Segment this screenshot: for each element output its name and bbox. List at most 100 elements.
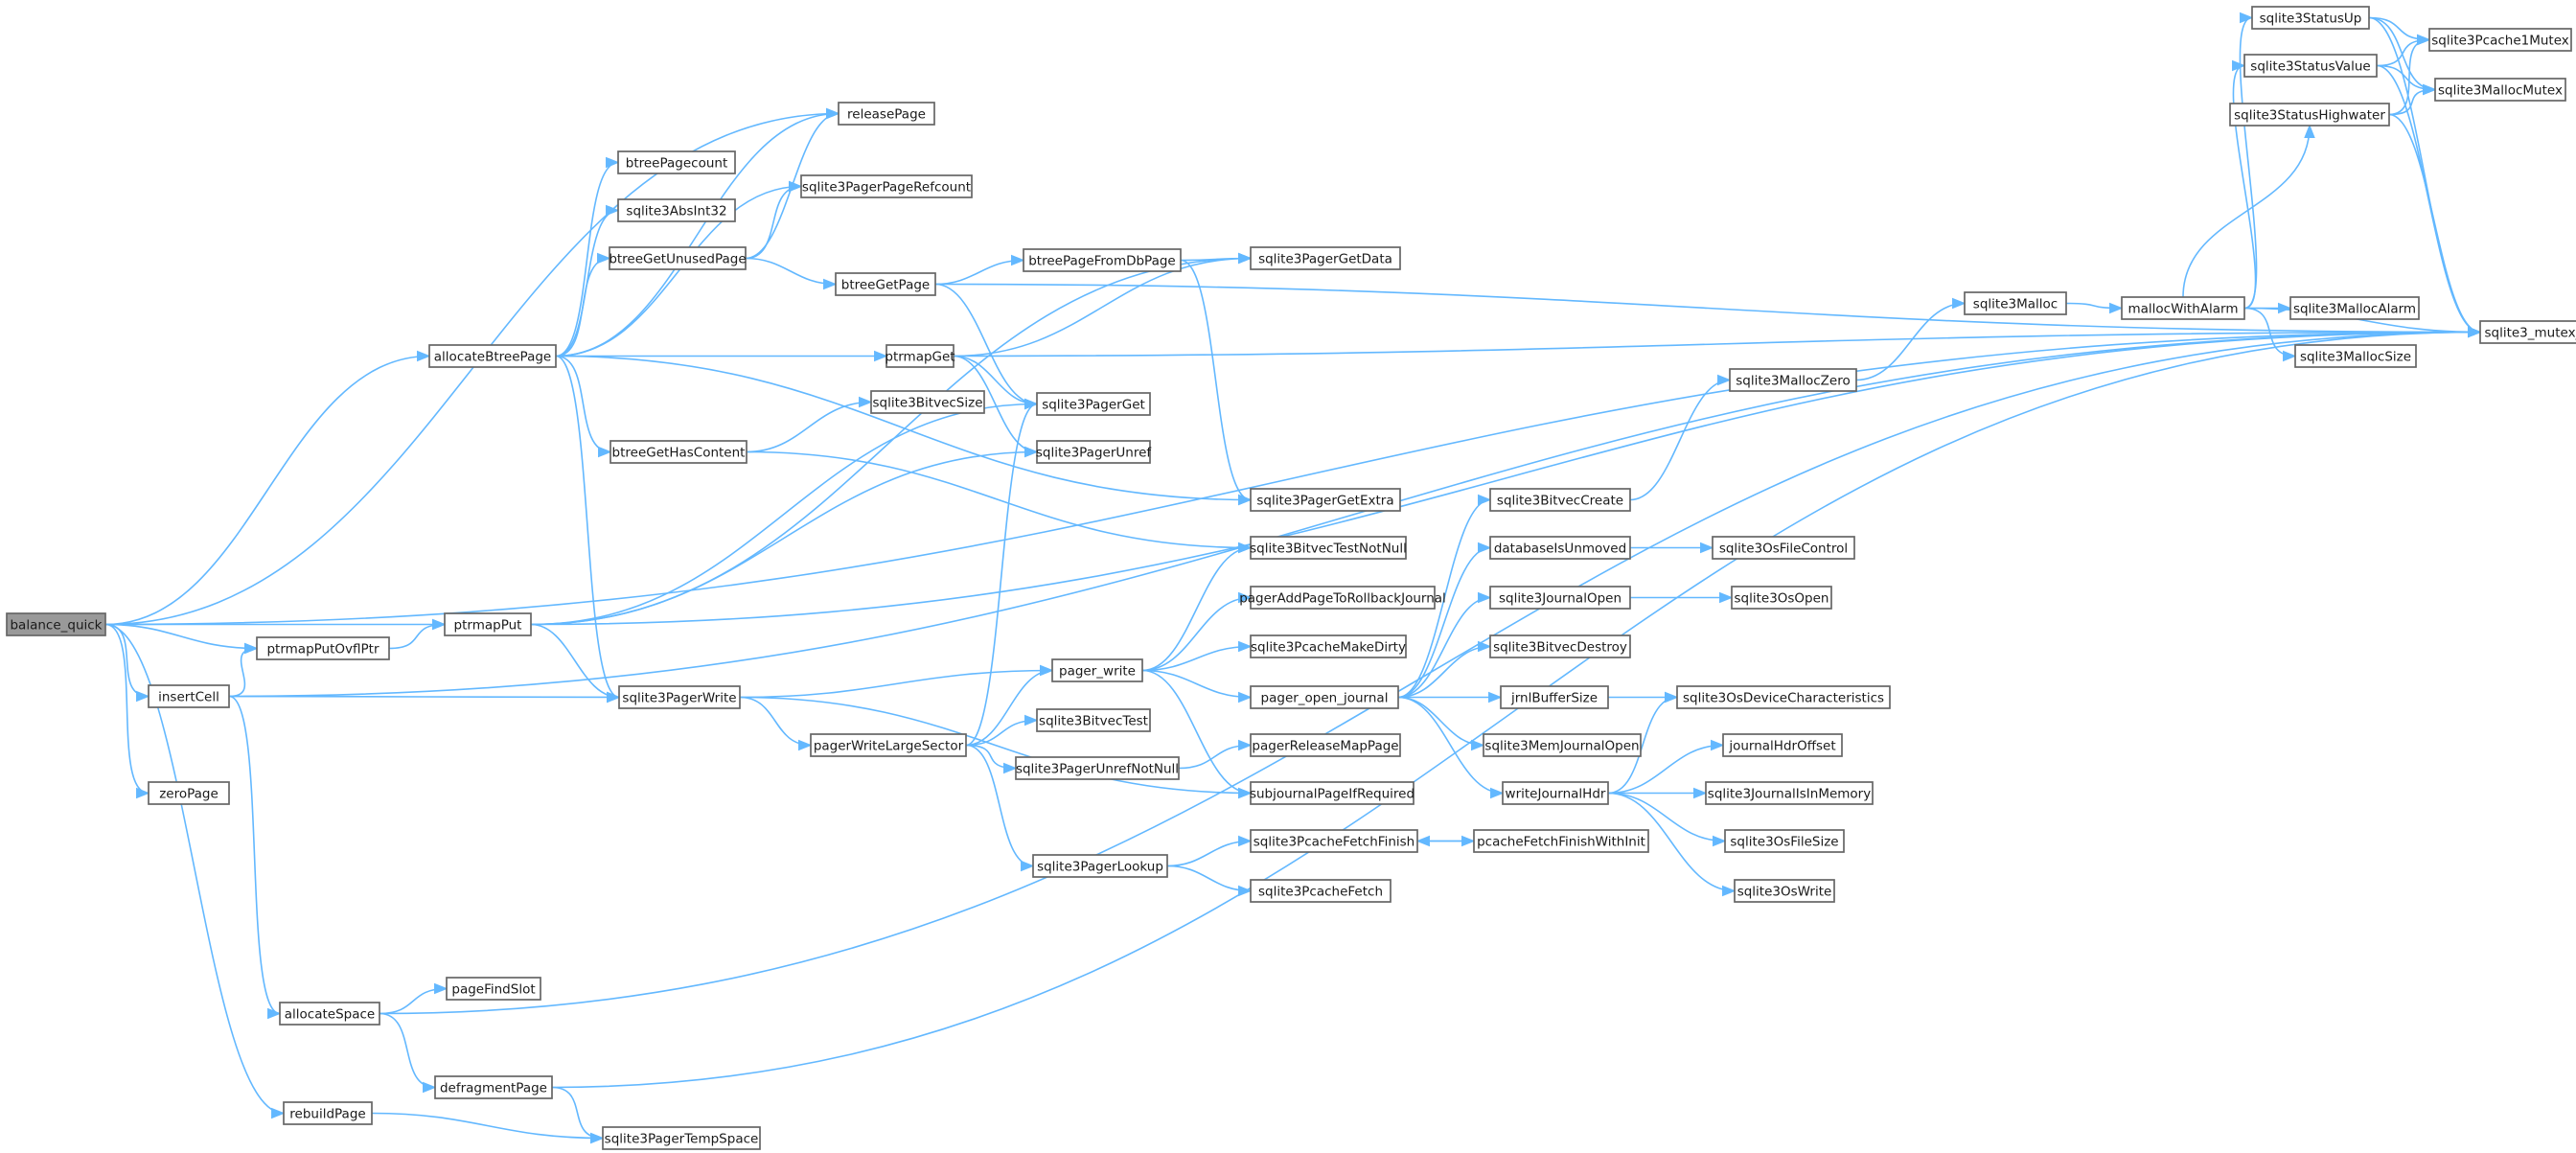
node-box — [1036, 392, 1151, 416]
node-balance_quick[interactable]: balance_quick — [6, 612, 106, 636]
node-sqlite3PcacheFetchFinish[interactable]: sqlite3PcacheFetchFinish — [1250, 829, 1418, 853]
node-sqlite3AbsInt32[interactable]: sqlite3AbsInt32 — [617, 198, 736, 222]
node-sqlite3BitvecCreate[interactable]: sqlite3BitvecCreate — [1489, 488, 1631, 512]
node-defragmentPage[interactable]: defragmentPage — [434, 1075, 553, 1099]
node-btreePagecount[interactable]: btreePagecount — [617, 150, 736, 174]
node-journalHdrOffset[interactable]: journalHdrOffset — [1722, 733, 1843, 757]
edge-pager_open_journal-to-sqlite3BitvecCreate — [1397, 494, 1492, 699]
edge-writeJournalHdr-to-journalHdrOffset — [1607, 739, 1725, 795]
node-btreeGetUnusedPage[interactable]: btreeGetUnusedPage — [609, 246, 747, 270]
node-sqlite3OsFileSize[interactable]: sqlite3OsFileSize — [1724, 829, 1845, 853]
edge-pager_write-to-pager_open_journal — [1141, 669, 1253, 703]
node-sqlite3StatusHighwater[interactable]: sqlite3StatusHighwater — [2229, 103, 2390, 127]
node-sqlite3BitvecSize[interactable]: sqlite3BitvecSize — [870, 390, 985, 414]
node-btreePageFromDbPage[interactable]: btreePageFromDbPage — [1023, 248, 1182, 272]
edge-allocateSpace-to-sqlite3_mutex_held — [379, 326, 2482, 1015]
node-sqlite3JournalOpen[interactable]: sqlite3JournalOpen — [1489, 586, 1631, 610]
node-sqlite3PcacheMakeDirty[interactable]: sqlite3PcacheMakeDirty — [1250, 634, 1407, 658]
node-insertCell[interactable]: insertCell — [148, 684, 230, 708]
node-label: btreeGetPage — [841, 278, 930, 293]
node-sqlite3BitvecTest[interactable]: sqlite3BitvecTest — [1036, 708, 1151, 732]
node-ptrmapPut[interactable]: ptrmapPut — [444, 612, 532, 636]
node-sqlite3MallocAlarm[interactable]: sqlite3MallocAlarm — [2289, 296, 2420, 320]
node-sqlite3OsFileControl[interactable]: sqlite3OsFileControl — [1712, 536, 1855, 560]
node-writeJournalHdr[interactable]: writeJournalHdr — [1502, 781, 1609, 805]
node-sqlite3PagerWrite[interactable]: sqlite3PagerWrite — [618, 685, 741, 709]
node-label: sqlite3PcacheMakeDirty — [1251, 640, 1406, 656]
node-pagerAddPageToRollbackJournal[interactable]: pagerAddPageToRollbackJournal — [1239, 586, 1446, 610]
node-sqlite3Malloc[interactable]: sqlite3Malloc — [1964, 291, 2067, 315]
node-label: btreeGetHasContent — [612, 446, 746, 461]
node-label: pager_write — [1059, 664, 1136, 680]
node-sqlite3StatusUp[interactable]: sqlite3StatusUp — [2251, 6, 2370, 30]
edge-sqlite3StatusHighwater-to-sqlite3MallocMutex — [2388, 83, 2437, 116]
node-sqlite3BitvecDestroy[interactable]: sqlite3BitvecDestroy — [1489, 634, 1631, 658]
node-label: defragmentPage — [440, 1081, 547, 1096]
node-sqlite3Pcache1Mutex[interactable]: sqlite3Pcache1Mutex — [2428, 28, 2572, 52]
node-box — [1051, 658, 1143, 682]
node-box — [1250, 536, 1407, 560]
node-databaseIsUnmoved[interactable]: databaseIsUnmoved — [1489, 536, 1631, 560]
node-zeroPage[interactable]: zeroPage — [148, 781, 230, 805]
node-pager_write[interactable]: pager_write — [1051, 658, 1143, 682]
node-label: sqlite3BitvecSize — [872, 396, 982, 411]
edge-pagerWriteLargeSector-to-pager_write — [965, 664, 1054, 747]
node-label: sqlite3PagerUnref — [1036, 446, 1153, 461]
node-sqlite3JournalIsInMemory[interactable]: sqlite3JournalIsInMemory — [1705, 781, 1874, 805]
node-box — [1729, 368, 1857, 392]
node-sqlite3MallocSize[interactable]: sqlite3MallocSize — [2294, 344, 2417, 368]
node-label: jrnlBufferSize — [1510, 691, 1598, 706]
edge-balance_quick-to-ptrmapPutOvflPtr — [104, 623, 259, 655]
node-subjournalPageIfRequired[interactable]: subjournalPageIfRequired — [1250, 781, 1414, 805]
node-label: sqlite3MallocZero — [1736, 374, 1850, 389]
node-box — [1250, 634, 1407, 658]
node-sqlite3_mutex_held[interactable]: sqlite3_mutex_held — [2479, 320, 2576, 344]
node-label: pagerAddPageToRollbackJournal — [1239, 591, 1446, 607]
node-sqlite3MallocZero[interactable]: sqlite3MallocZero — [1729, 368, 1857, 392]
node-sqlite3MemJournalOpen[interactable]: sqlite3MemJournalOpen — [1483, 733, 1642, 757]
node-sqlite3PagerTempSpace[interactable]: sqlite3PagerTempSpace — [602, 1126, 761, 1150]
node-allocateBtreePage[interactable]: allocateBtreePage — [428, 344, 557, 368]
node-ptrmapPutOvflPtr[interactable]: ptrmapPutOvflPtr — [256, 636, 390, 660]
node-sqlite3OsWrite[interactable]: sqlite3OsWrite — [1734, 879, 1835, 903]
node-box — [1036, 708, 1151, 732]
node-pagerReleaseMapPage[interactable]: pagerReleaseMapPage — [1250, 733, 1401, 757]
node-allocateSpace[interactable]: allocateSpace — [279, 1002, 380, 1026]
node-box — [1036, 440, 1151, 464]
node-label: sqlite3MallocAlarm — [2293, 302, 2416, 317]
node-sqlite3PagerGetExtra[interactable]: sqlite3PagerGetExtra — [1250, 488, 1401, 512]
edge-ptrmapPut-to-sqlite3PagerGet — [530, 398, 1039, 626]
node-box — [800, 174, 973, 198]
node-jrnlBufferSize[interactable]: jrnlBufferSize — [1500, 685, 1609, 709]
node-btreeGetHasContent[interactable]: btreeGetHasContent — [610, 440, 748, 464]
node-sqlite3PagerLookup[interactable]: sqlite3PagerLookup — [1032, 854, 1168, 878]
node-sqlite3PcacheFetch[interactable]: sqlite3PcacheFetch — [1250, 879, 1392, 903]
node-sqlite3MallocMutex[interactable]: sqlite3MallocMutex — [2434, 78, 2566, 102]
node-box — [434, 1075, 553, 1099]
node-label: sqlite3PcacheFetch — [1258, 885, 1383, 900]
node-sqlite3BitvecTestNotNull[interactable]: sqlite3BitvecTestNotNull — [1250, 536, 1407, 560]
node-mallocWithAlarm[interactable]: mallocWithAlarm — [2121, 296, 2245, 320]
node-releasePage[interactable]: releasePage — [838, 102, 935, 126]
node-sqlite3PagerPageRefcount[interactable]: sqlite3PagerPageRefcount — [800, 174, 973, 198]
node-sqlite3PagerGet[interactable]: sqlite3PagerGet — [1036, 392, 1151, 416]
edge-balance_quick-to-sqlite3_mutex_held — [104, 326, 2482, 626]
node-sqlite3OsOpen[interactable]: sqlite3OsOpen — [1731, 586, 1832, 610]
edge-allocateBtreePage-to-btreePagecount — [555, 156, 620, 357]
node-rebuildPage[interactable]: rebuildPage — [283, 1101, 373, 1125]
node-ptrmapGet[interactable]: ptrmapGet — [885, 344, 955, 368]
node-pcacheFetchFinishWithInit[interactable]: pcacheFetchFinishWithInit — [1473, 829, 1649, 853]
node-btreeGetPage[interactable]: btreeGetPage — [835, 272, 936, 296]
node-sqlite3PagerGetData[interactable]: sqlite3PagerGetData — [1250, 246, 1401, 270]
node-sqlite3PagerUnref[interactable]: sqlite3PagerUnref — [1036, 440, 1153, 464]
node-sqlite3StatusValue[interactable]: sqlite3StatusValue — [2243, 54, 2378, 78]
edge-writeJournalHdr-to-sqlite3OsWrite — [1607, 792, 1736, 897]
node-label: sqlite3OsDeviceCharacteristics — [1683, 691, 1884, 706]
node-pager_open_journal[interactable]: pager_open_journal — [1250, 685, 1399, 709]
node-pagerWriteLargeSector[interactable]: pagerWriteLargeSector — [810, 733, 967, 757]
node-sqlite3OsDeviceCharacteristics[interactable]: sqlite3OsDeviceCharacteristics — [1676, 685, 1891, 709]
node-pageFindSlot[interactable]: pageFindSlot — [446, 977, 541, 1001]
node-label: sqlite3AbsInt32 — [626, 204, 726, 219]
node-sqlite3PagerUnrefNotNull[interactable]: sqlite3PagerUnrefNotNull — [1015, 756, 1180, 780]
